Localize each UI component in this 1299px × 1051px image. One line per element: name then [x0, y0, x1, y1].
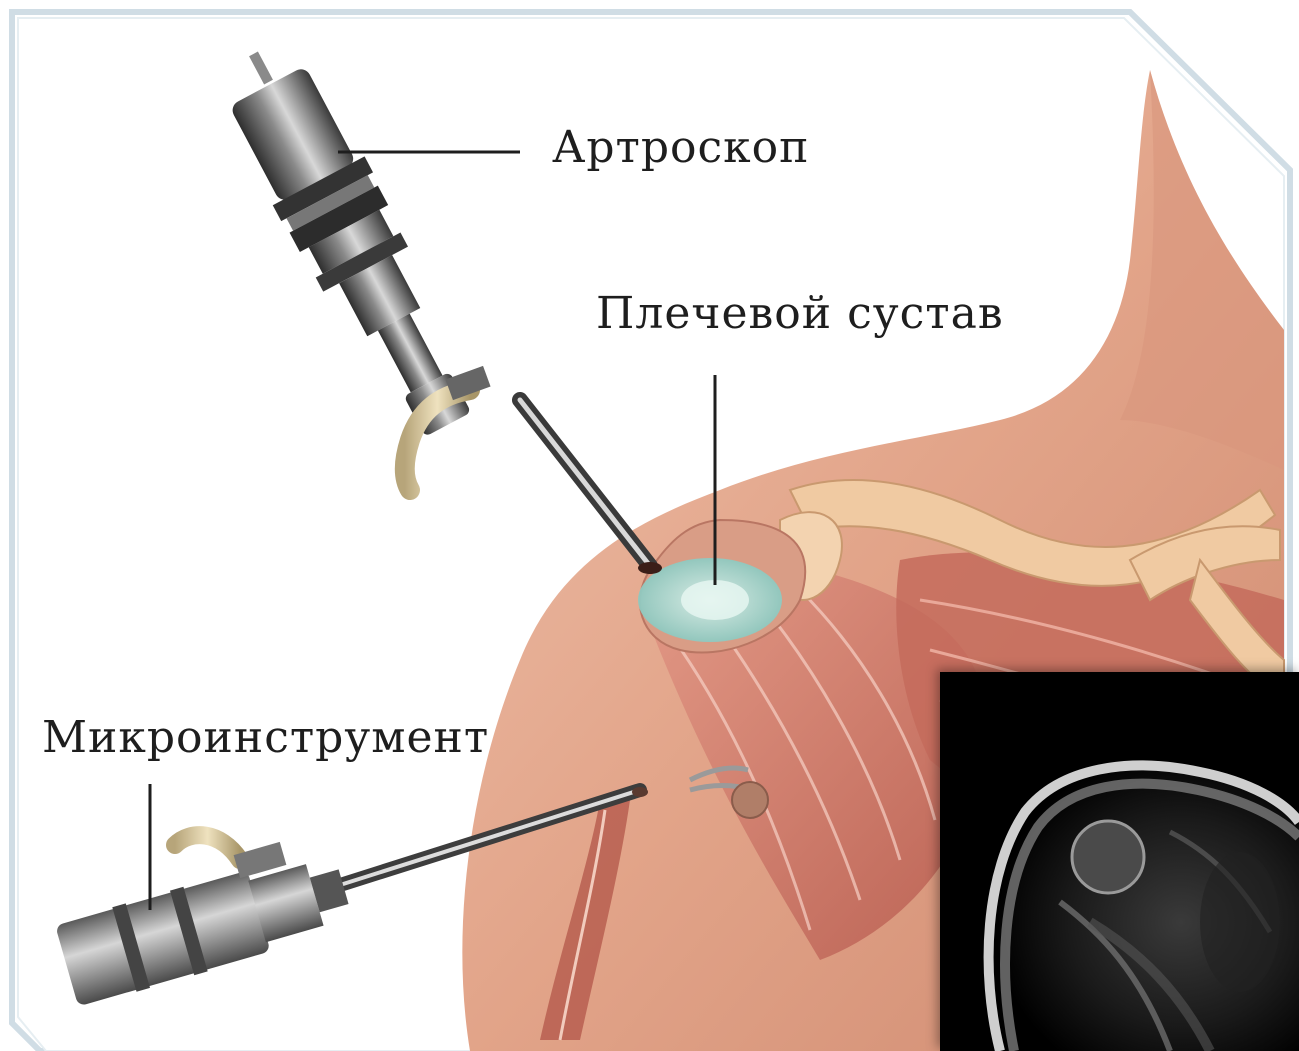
mri-scan-image — [940, 672, 1299, 1051]
micro-instrument-label: Микроинструмент — [42, 716, 489, 760]
arthroscope-label: Артроскоп — [552, 126, 809, 170]
shoulder-joint-label: Плечевой сустав — [596, 292, 1004, 336]
mri-scan-inset — [940, 672, 1299, 1051]
